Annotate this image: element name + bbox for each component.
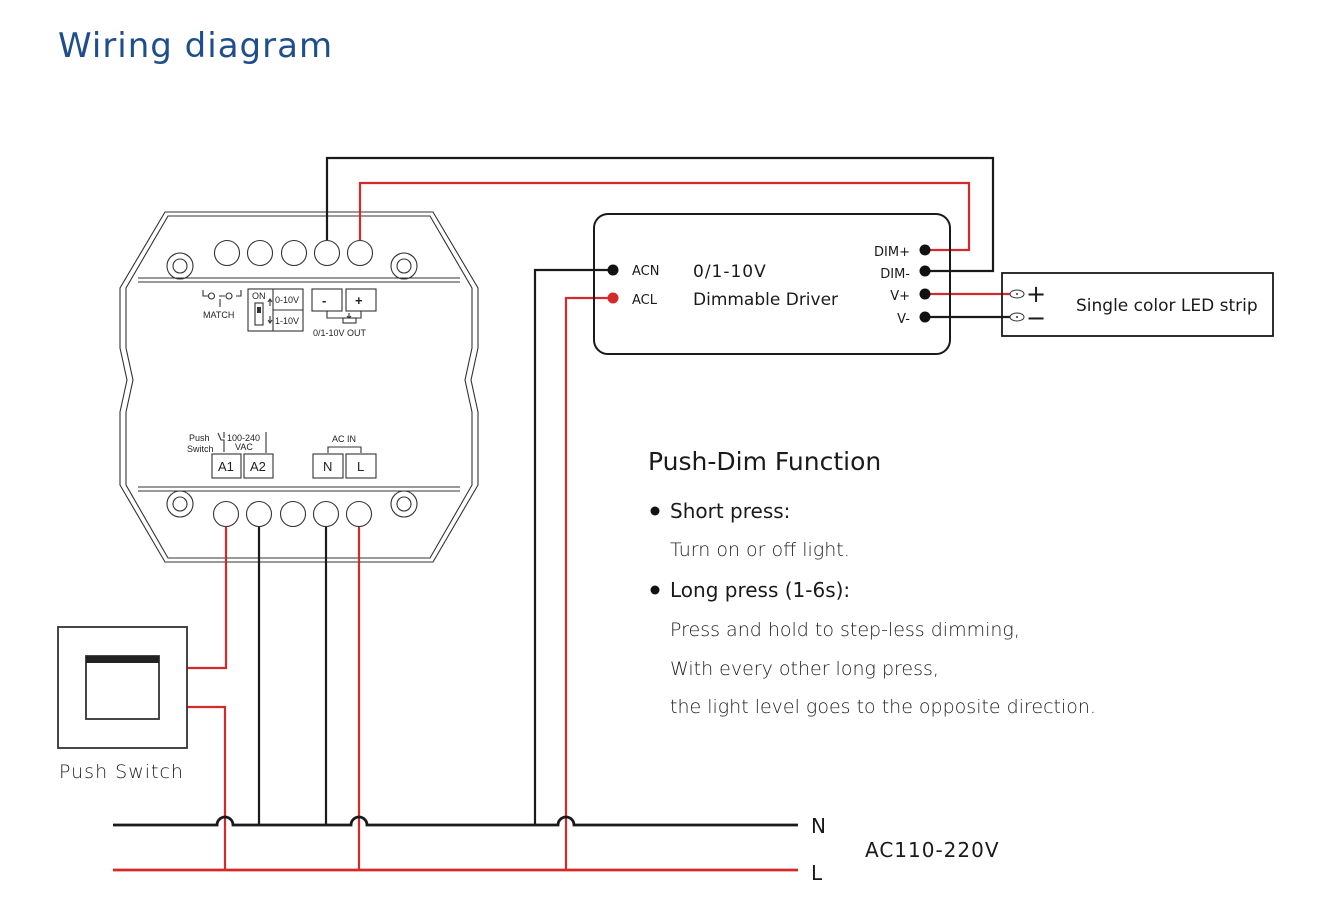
- out-plus-label: +: [355, 293, 363, 308]
- mode-0-10v-label: 0-10V: [275, 295, 299, 305]
- a2-label: A2: [250, 459, 266, 474]
- push-dim-function: Push-Dim Function Short press: Turn on o…: [648, 447, 1096, 718]
- v-minus-terminal[interactable]: [919, 311, 931, 323]
- mains-l-label: L: [811, 861, 823, 885]
- wire-dim-minus: [325, 156, 995, 273]
- dim-minus-terminal[interactable]: [919, 265, 931, 277]
- ac-in-label: AC IN: [332, 434, 356, 444]
- a1-label: A1: [218, 459, 234, 474]
- mode-1-10v-label: 1-10V: [275, 316, 299, 326]
- push-label: Push: [189, 433, 210, 443]
- a1-a2-labels: Push Switch 100-240 VAC: [187, 432, 267, 454]
- wire-dim-plus: [358, 181, 971, 252]
- dim-output-terminals: - + 0/1-10V OUT: [311, 288, 377, 338]
- terminal-a2: A2: [243, 453, 274, 479]
- acn-label: ACN: [632, 264, 659, 279]
- acl-label: ACL: [632, 293, 658, 308]
- driver-type: 0/1-10V: [693, 262, 767, 282]
- dim-minus-label: DIM-: [880, 267, 910, 282]
- dimmer-controller: MATCH ON 0-10V 1-10V - + 0/1-10V OUT: [119, 211, 479, 563]
- long-press-desc-1: Press and hold to step-less dimming,: [670, 619, 1020, 641]
- mount-hole-top-left: [166, 252, 194, 280]
- push-button[interactable]: [85, 655, 160, 720]
- long-press-desc-3: the light level goes to the opposite dir…: [670, 696, 1096, 718]
- bullet-icon: [650, 506, 660, 516]
- out-minus-label: -: [322, 293, 326, 308]
- terminal-screw[interactable]: [213, 239, 241, 267]
- wire-a1: [187, 527, 228, 670]
- mains-voltage-label: AC110-220V: [865, 838, 1000, 862]
- long-press-title: Long press (1-6s):: [670, 578, 850, 602]
- out-label: 0/1-10V OUT: [313, 328, 367, 338]
- push-switch-label: Push Switch: [59, 761, 184, 783]
- vac-range-label: 100-240: [227, 433, 260, 443]
- switch-label: Switch: [187, 444, 214, 454]
- terminal-screw[interactable]: [246, 239, 274, 267]
- long-press-desc-2: With every other long press,: [670, 658, 939, 680]
- acn-terminal[interactable]: [607, 264, 619, 276]
- mount-hole-bottom-left: [166, 490, 194, 518]
- dimmable-driver: ACN ACL 0/1-10V Dimmable Driver DIM+ DIM…: [593, 213, 951, 355]
- page-title: Wiring diagram: [58, 26, 334, 66]
- switch-on-label: ON: [252, 291, 266, 301]
- mains-n-label: N: [811, 814, 826, 838]
- terminal-screw[interactable]: [280, 239, 308, 267]
- led-minus-label: −: [1026, 304, 1046, 332]
- wire-acn: [533, 268, 613, 825]
- dim-plus-label: DIM+: [874, 245, 910, 260]
- push-switch[interactable]: Push Switch: [57, 626, 188, 783]
- mount-hole-bottom-right: [390, 490, 418, 518]
- wire-acl: [564, 296, 613, 870]
- driver-name: Dimmable Driver: [693, 290, 838, 310]
- n-label: N: [323, 459, 332, 474]
- led-strip: + − Single color LED strip: [1001, 272, 1274, 337]
- bullet-icon: [650, 585, 660, 595]
- terminal-screw-l[interactable]: [345, 500, 373, 528]
- short-press-title: Short press:: [670, 499, 790, 523]
- terminal-screw-a1[interactable]: [212, 500, 240, 528]
- ac-in-terminals: AC IN N L: [312, 434, 377, 479]
- terminal-screw-n[interactable]: [312, 500, 340, 528]
- bottom-terminal-row: [212, 500, 373, 528]
- terminal-screw-a2[interactable]: [245, 500, 273, 528]
- match-button-symbol: MATCH: [202, 290, 242, 320]
- terminal-screw[interactable]: [279, 500, 307, 528]
- match-label: MATCH: [203, 310, 234, 320]
- wire-a2-switch: [187, 705, 227, 870]
- dim-plus-terminal[interactable]: [919, 244, 931, 256]
- push-dim-heading: Push-Dim Function: [648, 447, 881, 476]
- l-label: L: [357, 459, 364, 474]
- mount-hole-top-right: [390, 252, 418, 280]
- v-minus-label: V-: [897, 312, 910, 327]
- led-strip-label: Single color LED strip: [1076, 296, 1258, 316]
- top-terminal-row: [213, 239, 374, 267]
- short-press-desc: Turn on or off light.: [670, 539, 850, 561]
- mode-dip-switch[interactable]: ON 0-10V 1-10V: [247, 288, 304, 332]
- acl-terminal[interactable]: [607, 292, 619, 304]
- led-plus-label: +: [1026, 280, 1046, 308]
- v-plus-label: V+: [890, 289, 910, 304]
- vac-label: VAC: [235, 442, 253, 452]
- neutral-bus: [113, 815, 798, 827]
- terminal-screw-dim-plus[interactable]: [346, 239, 374, 267]
- terminal-a1: A1: [211, 453, 242, 479]
- v-plus-terminal[interactable]: [919, 288, 931, 300]
- terminal-screw-dim-minus[interactable]: [313, 239, 341, 267]
